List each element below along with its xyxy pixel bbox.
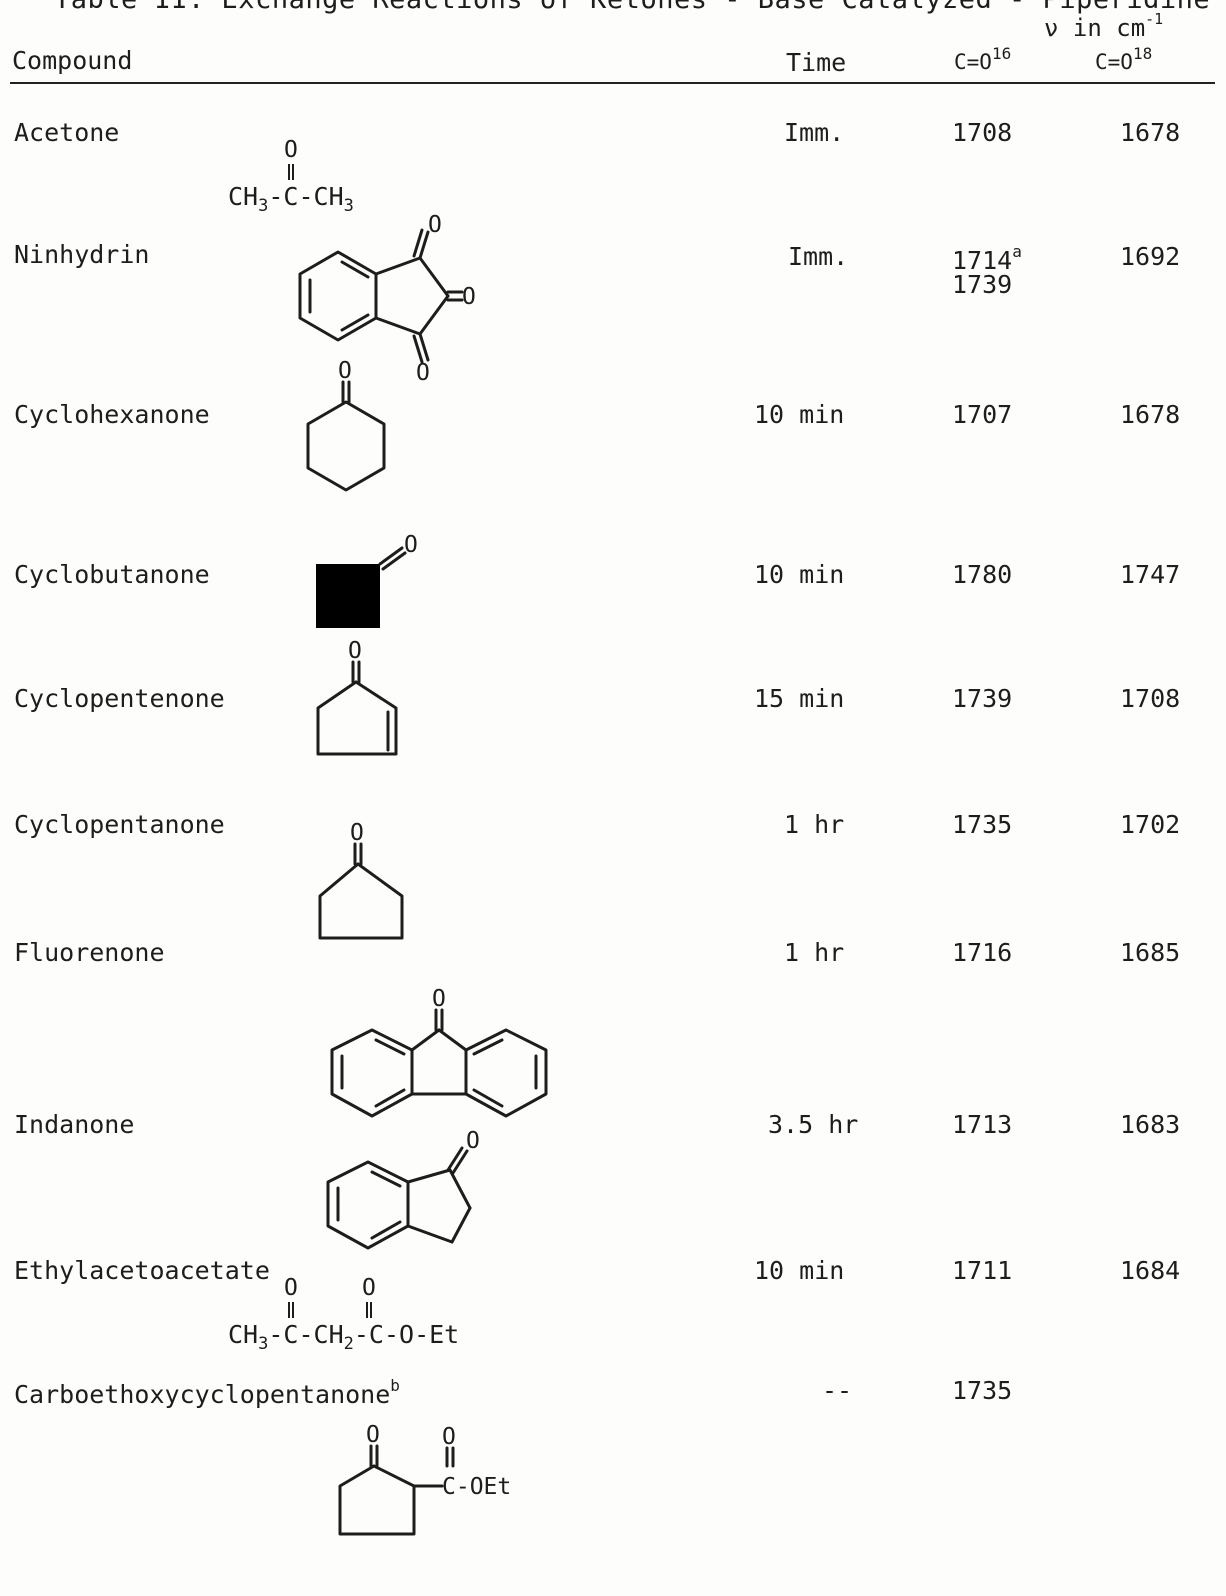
svg-text:O: O <box>348 638 362 664</box>
time-cell: 1 hr <box>784 938 845 967</box>
svg-text:C-OEt: C-OEt <box>442 1474 511 1500</box>
svg-text:O: O <box>442 1424 456 1450</box>
svg-text:O: O <box>428 212 442 238</box>
c16-cell: 1711 <box>952 1256 1013 1285</box>
c16-cell: 1716 <box>952 938 1013 967</box>
compound-name: Fluorenone <box>14 938 165 967</box>
time-cell: -- <box>822 1376 853 1405</box>
c16-cell: 1708 <box>952 118 1013 147</box>
carboethoxycyclopentanone-structure: O O C-OEt <box>338 1422 511 1536</box>
time-cell: 10 min <box>754 560 845 589</box>
c16-cell: 1713 <box>952 1110 1013 1139</box>
table-title: Table II. Exchange Reactions of Ketones … <box>54 0 1210 15</box>
fluorenone-structure: O <box>330 986 548 1118</box>
svg-text:O: O <box>404 532 418 558</box>
time-cell: 1 hr <box>784 810 845 839</box>
compound-name: Ethylacetoacetate <box>14 1256 270 1285</box>
c18-cell: 1685 <box>1120 938 1181 967</box>
frequency-unit-exponent: -1 <box>1145 10 1164 28</box>
svg-text:O: O <box>466 1128 480 1154</box>
c18-cell: 1684 <box>1120 1256 1181 1285</box>
cyclopentanone-structure: O <box>318 820 404 940</box>
cyclopentenone-structure: O <box>316 638 398 756</box>
c16-cell-second: 1739 <box>952 270 1013 299</box>
time-cell: Imm. <box>784 118 845 147</box>
time-cell: 10 min <box>754 400 845 429</box>
time-column-header: Time <box>786 48 847 77</box>
ninhydrin-structure: O O O <box>298 212 476 386</box>
svg-text:O: O <box>462 284 476 310</box>
c16-column-header: C=O16 <box>954 44 1012 74</box>
c18-cell: 1678 <box>1120 400 1181 429</box>
c16-cell: 1739 <box>952 684 1013 713</box>
c18-cell: 1678 <box>1120 118 1181 147</box>
time-cell: Imm. <box>788 242 849 271</box>
cyclohexanone-structure: O <box>306 358 386 492</box>
c16-cell: 1780 <box>952 560 1013 589</box>
c18-cell: 1692 <box>1120 242 1181 271</box>
compound-name: Carboethoxycyclopentanoneb <box>14 1376 400 1409</box>
c18-cell: 1683 <box>1120 1110 1181 1139</box>
svg-text:O: O <box>366 1422 380 1448</box>
time-cell: 3.5 hr <box>768 1110 859 1139</box>
c16-cell: 1735 <box>952 810 1013 839</box>
nu-symbol: ν <box>1044 14 1059 42</box>
compound-name: Indanone <box>14 1110 135 1139</box>
svg-text:O: O <box>350 820 364 846</box>
time-cell: 15 min <box>754 684 845 713</box>
c18-cell: 1747 <box>1120 560 1181 589</box>
svg-text:O: O <box>338 358 352 384</box>
c16-cell: 1714a <box>952 242 1022 275</box>
compound-name: Cyclohexanone <box>14 400 210 429</box>
c18-cell: 1702 <box>1120 810 1181 839</box>
header-rule <box>10 82 1215 84</box>
cyclobutanone-structure: O <box>316 532 418 628</box>
c16-cell: 1735 <box>952 1376 1013 1405</box>
indanone-structure: O <box>326 1128 480 1250</box>
svg-text:O: O <box>432 986 446 1012</box>
compound-name: Cyclopentanone <box>14 810 225 839</box>
c18-cell: 1708 <box>1120 684 1181 713</box>
compound-column-header: Compound <box>12 46 133 75</box>
time-cell: 10 min <box>754 1256 845 1285</box>
compound-name: Ninhydrin <box>14 240 150 269</box>
frequency-header: ν in cm-1 <box>1044 10 1163 42</box>
frequency-unit: in cm <box>1072 14 1146 42</box>
compound-name: Acetone <box>14 118 120 147</box>
c16-cell: 1707 <box>952 400 1013 429</box>
svg-text:O: O <box>416 360 430 386</box>
compound-name: Cyclobutanone <box>14 560 210 589</box>
compound-name: Cyclopentenone <box>14 684 225 713</box>
c18-column-header: C=O18 <box>1095 44 1153 74</box>
